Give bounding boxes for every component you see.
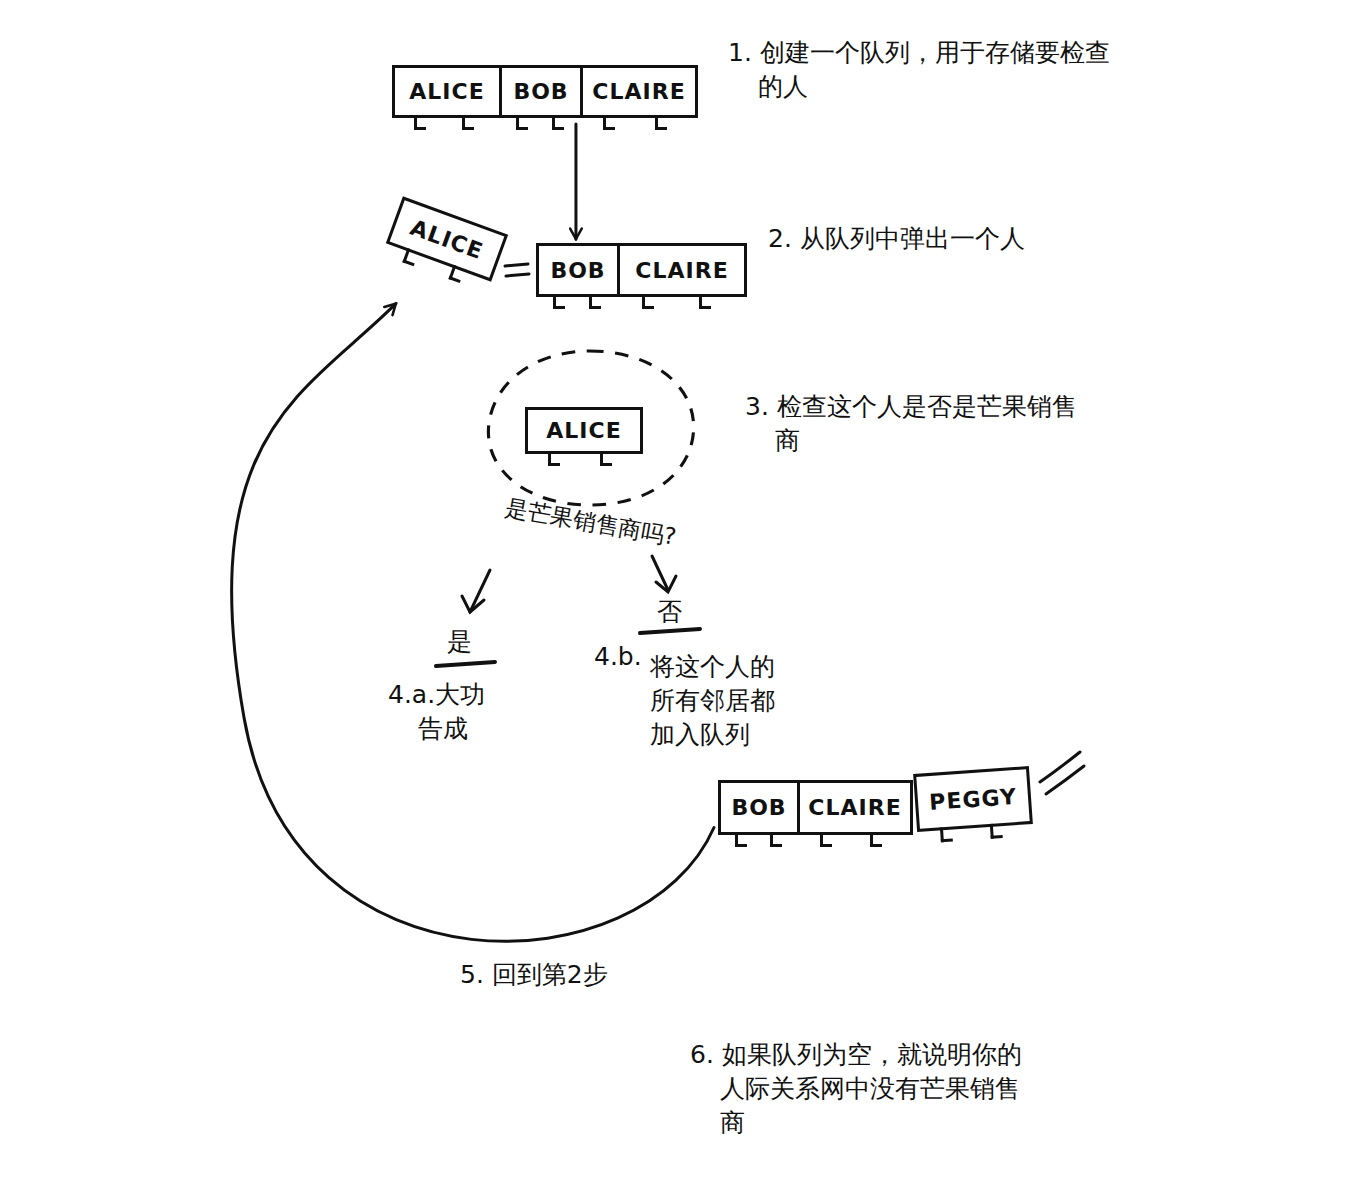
step-note: 1. 创建一个队列，用于存储要检查的人: [728, 36, 1123, 104]
step-note: 将这个人的所有邻居都加入队列: [650, 650, 785, 751]
box-leg: [589, 294, 601, 309]
box-leg: [448, 265, 464, 283]
arrow-yes-head: [462, 596, 484, 612]
queue-box: BOB: [536, 243, 620, 297]
box-leg: [699, 294, 711, 309]
box-leg: [642, 294, 654, 309]
box-leg: [516, 115, 528, 130]
step-note: 6. 如果队列为空，就说明你的人际关系网中没有芒果销售商: [690, 1038, 1025, 1139]
step-note: 3. 检查这个人是否是芒果销售商: [745, 390, 1080, 458]
box-leg: [940, 827, 953, 843]
box-leg: [603, 115, 615, 130]
motion-line: [1046, 766, 1084, 794]
answer-label: 是: [447, 625, 487, 659]
answer-label: 否: [657, 595, 697, 629]
queue-box: BOB: [718, 780, 800, 835]
person-name: ALICE: [409, 79, 484, 104]
question-text: 是芒果销售商吗?: [477, 488, 704, 558]
person-name: CLAIRE: [808, 795, 901, 820]
queue-box: CLAIRE: [617, 243, 747, 297]
person-name: BOB: [550, 258, 605, 283]
coupler: [506, 274, 529, 276]
box-leg: [402, 248, 418, 266]
coupler: [505, 264, 528, 266]
person-name: PEGGY: [928, 783, 1017, 814]
person-name: BOB: [513, 79, 568, 104]
flow-arrow: [232, 304, 714, 942]
box-leg: [600, 451, 612, 466]
person-name: CLAIRE: [635, 258, 728, 283]
person-name: ALICE: [546, 418, 621, 443]
box-leg: [414, 115, 426, 130]
queue-box: ALICE: [525, 407, 643, 454]
step-note: 4.b.: [594, 640, 654, 674]
box-leg: [870, 832, 882, 847]
motion-line: [1040, 752, 1080, 782]
queue-box: BOB: [499, 65, 583, 118]
box-leg: [990, 823, 1003, 839]
person-name: CLAIRE: [592, 79, 685, 104]
box-leg: [820, 832, 832, 847]
step-note: 2. 从队列中弹出一个人: [768, 222, 1088, 256]
queue-box: PEGGY: [913, 766, 1033, 832]
underline: [640, 629, 700, 633]
arrow-yes: [470, 570, 490, 612]
flow-arrow: [574, 124, 577, 239]
queue-box: CLAIRE: [580, 65, 698, 118]
underline: [436, 662, 495, 666]
arrow-no-head: [656, 576, 676, 592]
box-leg: [548, 451, 560, 466]
box-leg: [462, 115, 474, 130]
queue-box: ALICE: [392, 65, 502, 118]
step-note: 4.a.大功告成: [388, 678, 500, 746]
box-leg: [655, 115, 667, 130]
step-note: 5. 回到第2步: [460, 958, 660, 992]
box-leg: [553, 294, 565, 309]
person-name: BOB: [731, 795, 786, 820]
check-circle: 是芒果销售商吗?ALICE: [478, 345, 703, 540]
box-leg: [735, 832, 747, 847]
person-name: ALICE: [407, 214, 486, 263]
box-leg: [770, 832, 782, 847]
box-leg: [552, 115, 564, 130]
queue-box: ALICE: [386, 196, 508, 281]
queue-box: CLAIRE: [797, 780, 913, 835]
